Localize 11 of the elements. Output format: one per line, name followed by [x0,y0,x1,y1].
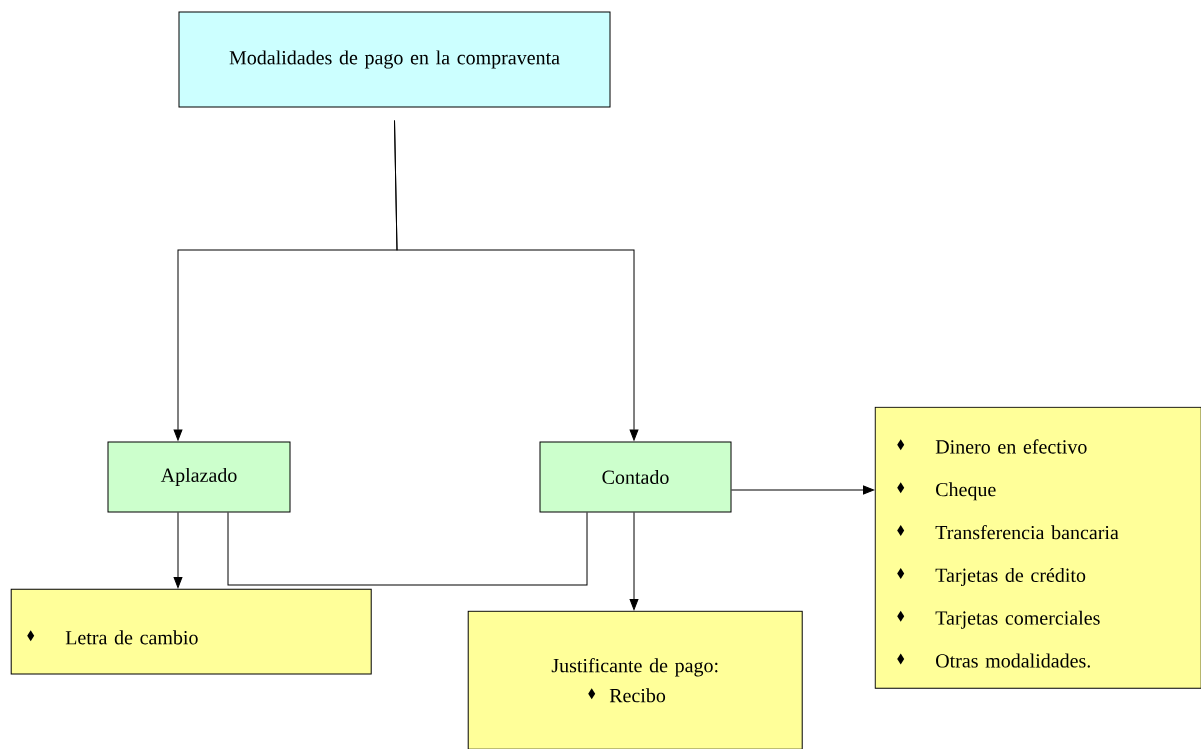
arrow [629,512,639,611]
list-box: Justificante de pago: Recibo [467,610,803,749]
arrow [394,120,639,441]
title-box: Modalidades de pago en la compraventa [178,11,611,108]
category-box: Contado [539,441,732,513]
arrow [731,485,875,495]
list-box: Dinero en efectivo Cheque Transferencia bancaria Tarjetas de crédito Tarjetas comerciales Otras modalidades. [874,406,1201,689]
arrow [173,512,183,589]
category-box: Aplazado [107,441,291,513]
connector-line [227,512,588,586]
list-box: Letra de cambio [10,588,372,675]
